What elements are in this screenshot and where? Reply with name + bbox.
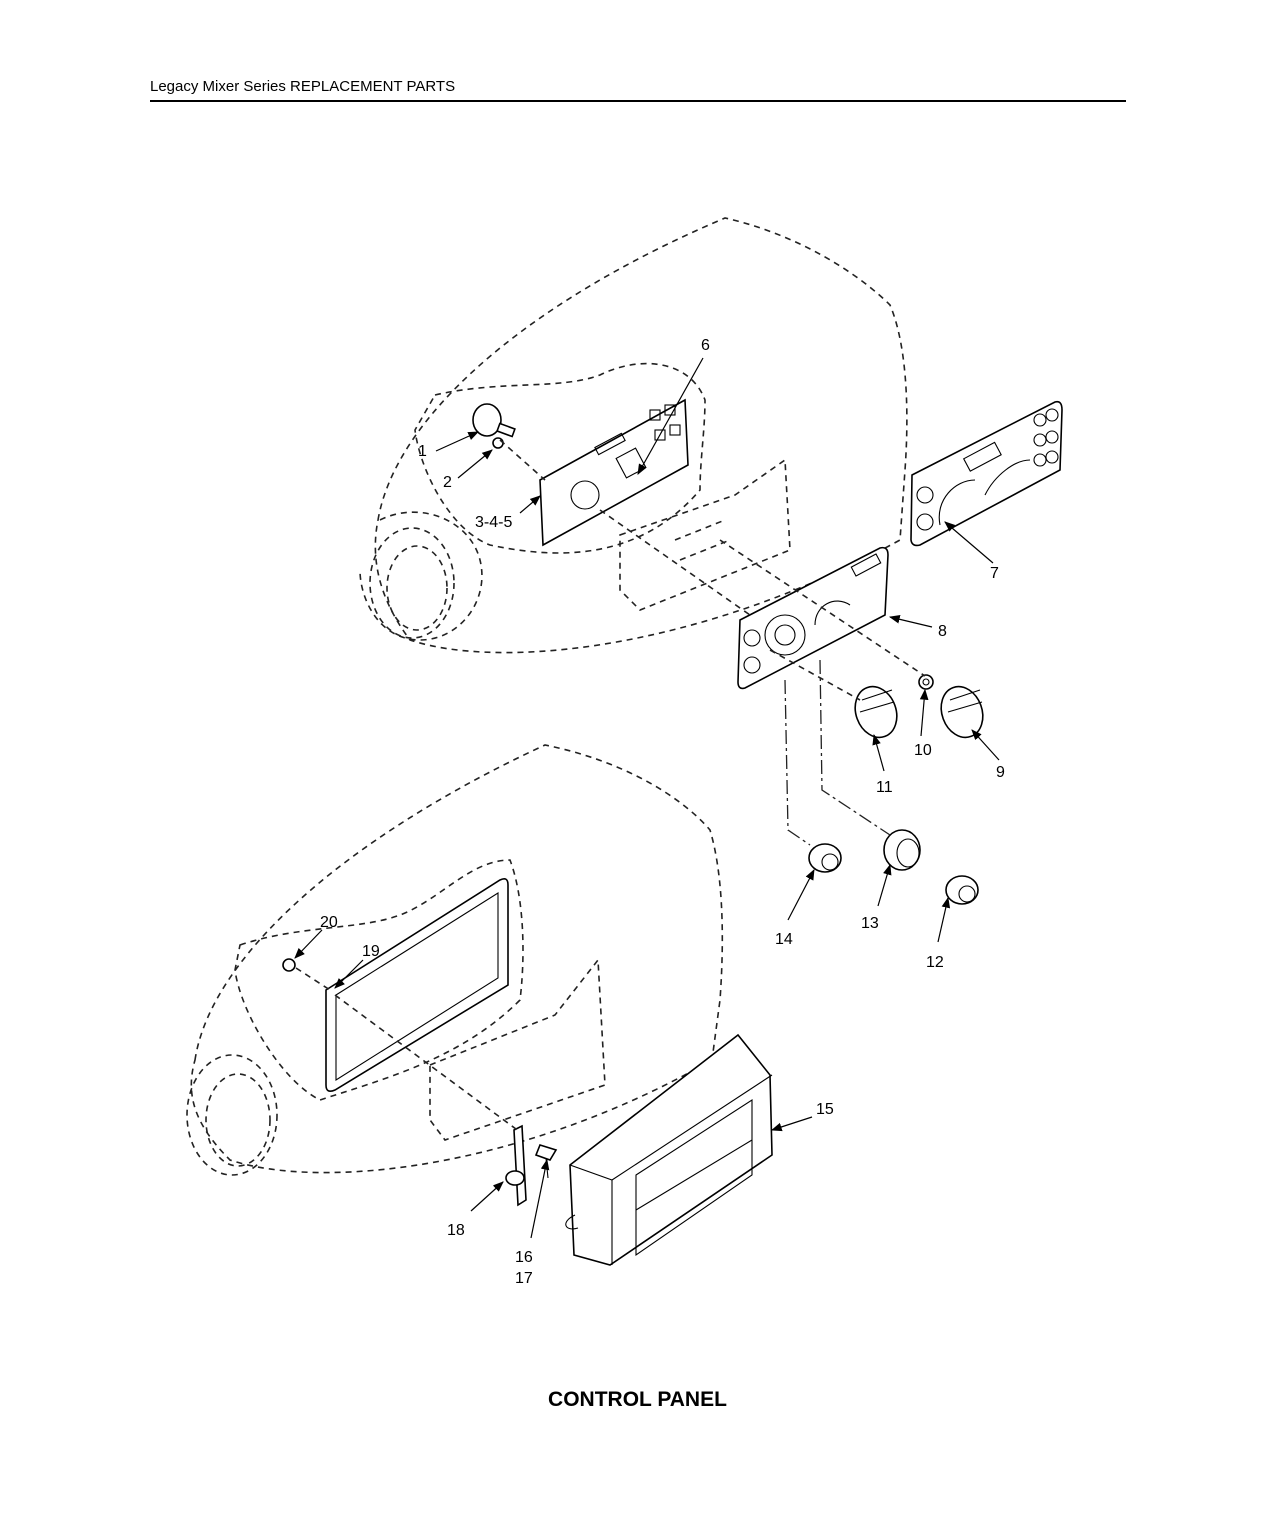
control-board [539,398,689,547]
callout-19: 19 [362,943,380,960]
upper-mixer-head-outline [359,217,908,654]
callout-12: 12 [926,954,944,971]
callout-17: 17 [515,1270,533,1287]
callout-1: 1 [418,443,427,460]
callout-2: 2 [443,474,452,491]
callout-labels: 1 2 3-4-5 6 7 8 9 10 11 12 13 14 15 16 1… [320,337,1005,1287]
callout-13: 13 [861,915,879,932]
overlay-8 [737,546,889,690]
bracket-and-screw [505,1124,558,1207]
panel-cover [565,1033,773,1266]
header-title: Legacy Mixer Series REPLACEMENT PARTS [150,78,456,95]
gasket [325,878,509,1092]
figure-caption: CONTROL PANEL [548,1388,727,1411]
screw-20 [282,958,296,972]
lower-mixer-head-outline [186,744,724,1176]
leader-lines [294,357,1000,1239]
callout-6: 6 [701,337,710,354]
callout-15: 15 [816,1101,834,1118]
callout-9: 9 [996,764,1005,781]
push-buttons [808,829,979,905]
alignment-lines-upper [499,439,926,846]
page-header: Legacy Mixer Series REPLACEMENT PARTS [150,78,1126,102]
callout-7: 7 [990,565,999,582]
alignment-lines-lower [295,967,521,1133]
callout-10: 10 [914,742,932,759]
callout-3-4-5: 3-4-5 [475,514,512,531]
knobs [854,674,984,739]
callout-14: 14 [775,931,793,948]
overlay-7 [910,400,1063,547]
callout-20: 20 [320,914,338,931]
callout-18: 18 [447,1222,465,1239]
potentiometer [472,403,516,449]
callout-8: 8 [938,623,947,640]
callout-16: 16 [515,1249,533,1266]
callout-11: 11 [876,779,893,796]
